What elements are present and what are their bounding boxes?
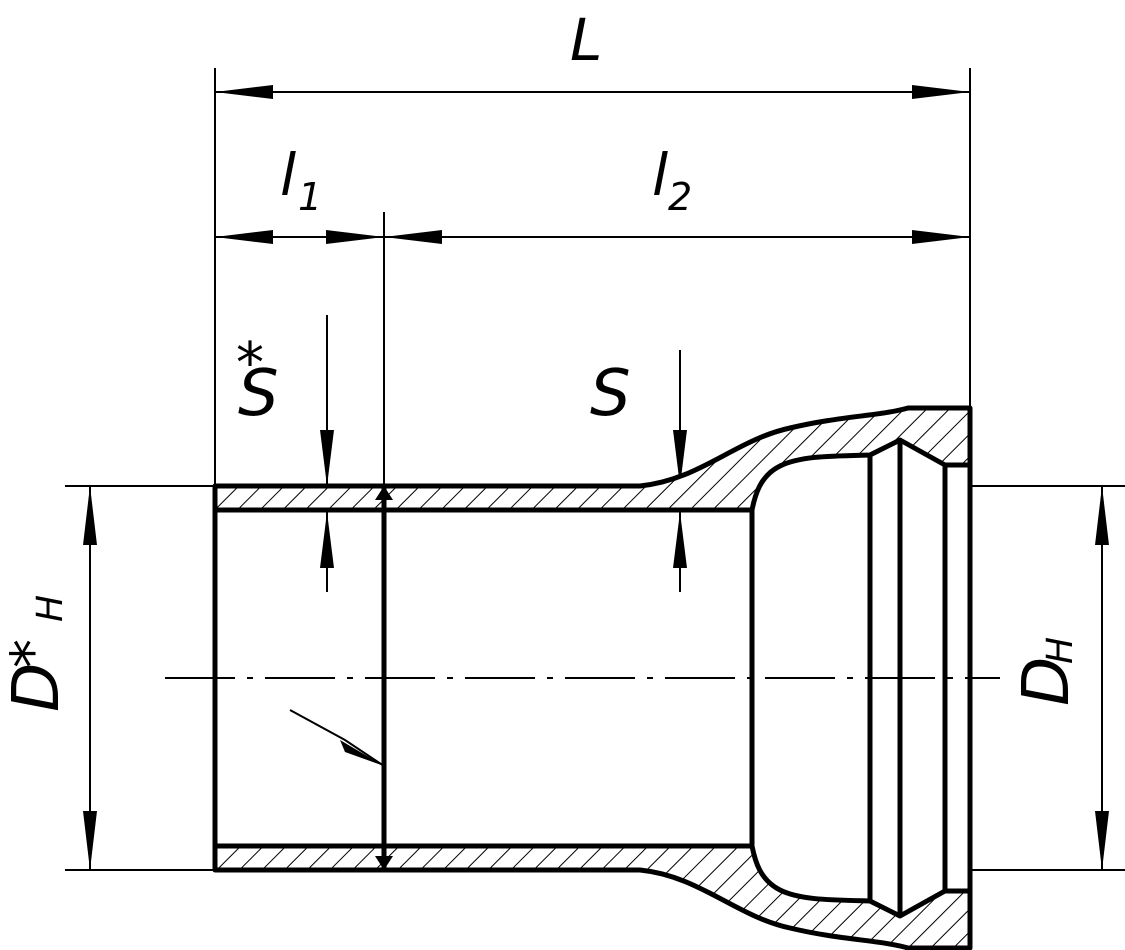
label-DH-sub: H [1040, 637, 1081, 664]
label-L: L [570, 6, 602, 74]
dimension-S-star [320, 430, 334, 568]
dimension-DH [1095, 486, 1109, 870]
label-DH: D [1010, 657, 1084, 706]
label-DH-star-sub: H [30, 595, 71, 622]
label-DH-star: D [0, 663, 74, 712]
pipe-wall-top [212, 405, 973, 513]
label-DH-star-sup: * [0, 639, 66, 668]
label-S-star: S [238, 357, 279, 431]
label-l1: l [280, 141, 296, 209]
label-l1-sub: 1 [298, 175, 322, 219]
label-l2-sub: 2 [668, 175, 692, 219]
label-S-star-sup: * [236, 331, 264, 396]
extension-lines [65, 68, 1125, 871]
label-DH-star-group: D * H [0, 595, 74, 712]
weld-marks [375, 486, 393, 870]
pipe-wall-bottom [212, 843, 973, 950]
dimension-l1-l2 [215, 230, 970, 244]
dimension-DH-star [83, 486, 97, 870]
weld-leader [289, 709, 385, 767]
dimension-S [673, 430, 687, 568]
dimension-L [215, 85, 970, 99]
label-DH-group: D H [1010, 637, 1084, 706]
label-S: S [590, 357, 631, 431]
label-l2: l [652, 141, 668, 209]
